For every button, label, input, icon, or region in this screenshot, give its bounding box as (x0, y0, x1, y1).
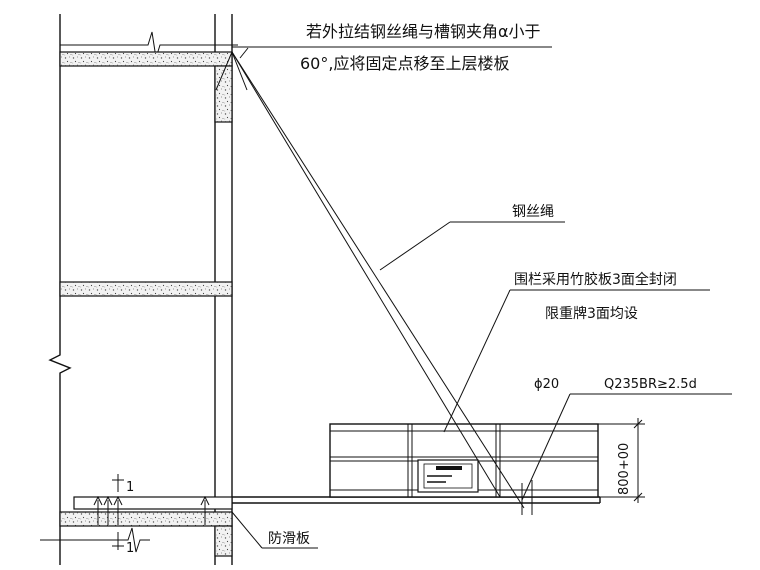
angle-note-line2: 60°,应将固定点移至上层楼板 (300, 54, 509, 73)
anti-slip-leader: 防滑板 (231, 511, 318, 549)
weight-limit-sign (417, 459, 479, 493)
fence-height-label: 800+00 (617, 443, 632, 495)
section-label-bottom: 1 (126, 541, 134, 556)
fence-leader: 围栏采用竹胶板3面全封闭 限重牌3面均设 (443, 271, 710, 433)
section-label-top: 1 (126, 480, 134, 495)
weight-sign-note-label: 限重牌3面均设 (545, 305, 638, 322)
rod-diameter-label: ϕ20 (534, 377, 559, 392)
steel-spec-label: Q235BR≥2.5d (604, 377, 697, 392)
rod-spec-leader: ϕ20 Q235BR≥2.5d (521, 377, 732, 501)
wire-rope-label: 钢丝绳 (512, 204, 554, 220)
wire-ropes (215, 47, 525, 509)
angle-note: 若外拉结钢丝绳与槽钢夹角α小于 60°,应将固定点移至上层楼板 (232, 22, 552, 73)
fence-height-dimension: 800+00 (598, 418, 645, 503)
angle-note-line1: 若外拉结钢丝绳与槽钢夹角α小于 (306, 22, 541, 41)
fence-note-label: 围栏采用竹胶板3面全封闭 (514, 271, 677, 288)
anchor-bolts (93, 495, 210, 525)
section-marker-bottom: 1 (112, 532, 134, 556)
floor-slab-middle (59, 281, 233, 297)
column-concrete-upper (214, 65, 233, 123)
section-marker-top: 1 (112, 474, 134, 495)
floor-slab-lower (59, 511, 233, 527)
anti-slip-label: 防滑板 (268, 530, 310, 547)
floor-slab-upper (59, 51, 233, 67)
wire-rope-leader: 钢丝绳 (379, 204, 565, 271)
column-concrete-lower (214, 525, 233, 557)
